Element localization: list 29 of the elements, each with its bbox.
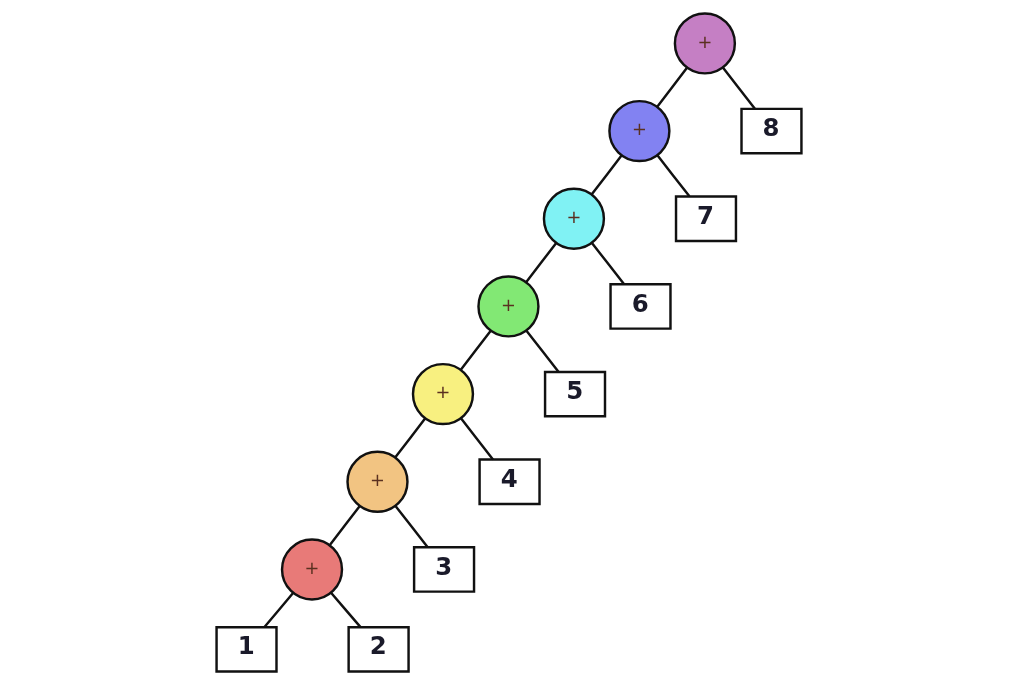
- node-box: 4: [478, 457, 541, 505]
- node-box: 8: [740, 107, 803, 154]
- connector: [394, 417, 427, 458]
- node-box: 2: [347, 625, 410, 673]
- node-box: 3: [412, 545, 476, 593]
- connector: [656, 154, 691, 197]
- connector: [722, 66, 756, 109]
- node-circle: +: [280, 537, 344, 601]
- connector: [328, 505, 361, 546]
- node-circle: +: [346, 450, 409, 513]
- connector: [263, 591, 294, 628]
- node-box: 5: [543, 370, 607, 418]
- connector: [591, 241, 625, 285]
- node-box: 1: [215, 625, 278, 673]
- node-box: 6: [609, 282, 672, 330]
- connector: [459, 329, 492, 370]
- node-circle: +: [673, 11, 737, 75]
- connector: [394, 505, 429, 548]
- connector: [525, 241, 557, 283]
- connector: [525, 329, 560, 372]
- connector: [330, 591, 362, 628]
- node-circle: +: [542, 187, 606, 250]
- connector: [590, 154, 623, 195]
- connector: [460, 417, 494, 460]
- node-circle: +: [477, 274, 540, 338]
- node-box: 7: [674, 194, 738, 242]
- node-circle: +: [411, 362, 475, 425]
- node-circle: +: [608, 99, 671, 162]
- connector: [656, 66, 688, 107]
